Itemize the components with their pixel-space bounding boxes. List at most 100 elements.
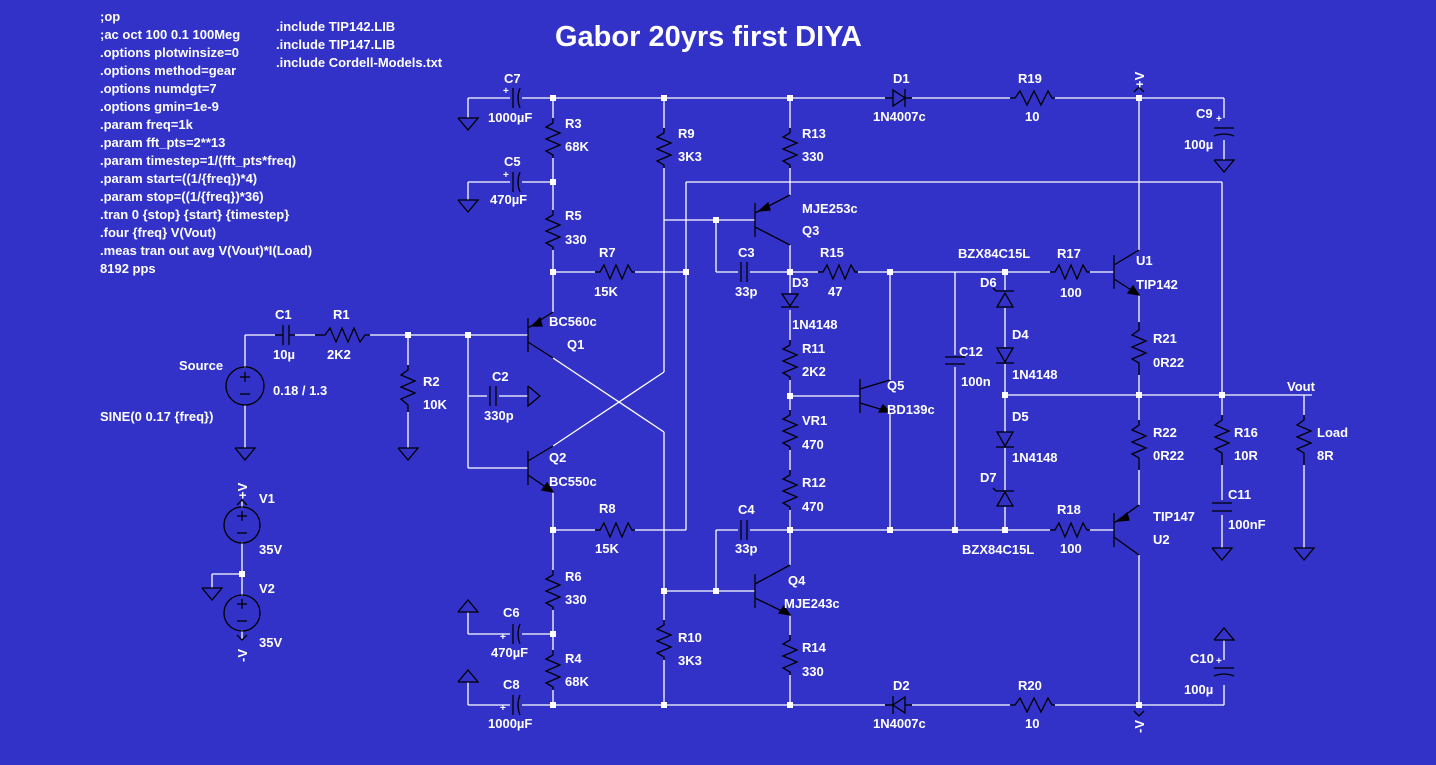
include-line: .include TIP147.LIB <box>276 37 395 52</box>
ref-c9: C9 <box>1196 106 1213 121</box>
net-label-vout: Vout <box>1287 379 1316 394</box>
transistor-u2 <box>1113 504 1140 556</box>
capacitor-polarity-marks: + + + + + + <box>500 86 1222 714</box>
part-labels: C1 10µ R1 2K2 R2 10K C2 330p C7 1000µF R… <box>100 71 1348 733</box>
resistor-r11 <box>781 340 799 380</box>
ref-c2: C2 <box>492 369 509 384</box>
val-d7: BZX84C15L <box>962 542 1034 557</box>
ref-r10: R10 <box>678 630 702 645</box>
diode-d7 <box>992 487 1015 507</box>
plus-mark: + <box>503 86 509 97</box>
ref-r4: R4 <box>565 651 582 666</box>
resistor-vr1 <box>781 410 799 450</box>
ground-symbol <box>1293 547 1316 562</box>
ground-symbol <box>457 668 480 683</box>
transistor-q2 <box>527 445 555 493</box>
ref-r22: R22 <box>1153 425 1177 440</box>
diode-d1 <box>885 88 912 108</box>
ref-r3: R3 <box>565 116 582 131</box>
ref-q3: Q3 <box>802 223 819 238</box>
source-spec: SINE(0 0.17 {freq}) <box>100 409 213 424</box>
capacitor-c7 <box>512 87 521 109</box>
directive-line: .options method=gear <box>100 63 236 78</box>
val-r21: 0R22 <box>1153 355 1184 370</box>
val-q3: MJE253c <box>802 201 858 216</box>
ref-u2: U2 <box>1153 532 1170 547</box>
val-r9: 3K3 <box>678 149 702 164</box>
resistor-r3 <box>544 118 562 158</box>
rail-label-pos: +V <box>1132 71 1147 88</box>
supply-v1-value: 35V <box>259 542 282 557</box>
val-q4: MJE243c <box>784 596 840 611</box>
resistor-r12 <box>781 470 799 510</box>
resistor-r17 <box>1050 263 1090 281</box>
plus-mark: + <box>500 632 506 643</box>
ref-r18: R18 <box>1057 502 1081 517</box>
resistor-r22 <box>1130 420 1148 470</box>
ref-r7: R7 <box>599 245 616 260</box>
val-r1: 2K2 <box>327 347 351 362</box>
ref-r14: R14 <box>802 640 827 655</box>
ref-r19: R19 <box>1018 71 1042 86</box>
resistor-r18 <box>1050 521 1090 539</box>
val-r20: 10 <box>1025 716 1039 731</box>
val-r11: 2K2 <box>802 364 826 379</box>
val-r7: 15K <box>594 284 618 299</box>
val-r16: 10R <box>1234 448 1258 463</box>
ref-q2: Q2 <box>549 450 566 465</box>
ref-r17: R17 <box>1057 246 1081 261</box>
ref-d4: D4 <box>1012 327 1029 342</box>
rail-label-neg: -V <box>1132 720 1147 733</box>
ref-r21: R21 <box>1153 331 1177 346</box>
resistor-r4 <box>544 650 562 690</box>
ref-d1: D1 <box>893 71 910 86</box>
val-c4: 33p <box>735 541 757 556</box>
ref-c3: C3 <box>738 245 755 260</box>
source-name: Source <box>179 358 223 373</box>
supply-v2 <box>223 594 261 632</box>
plus-mark: + <box>1216 114 1222 125</box>
plus-mark: + <box>1216 656 1222 667</box>
directive-line: .param timestep=1/(fft_pts*freq) <box>100 153 296 168</box>
resistor-r5 <box>544 210 562 250</box>
resistor-r21 <box>1130 322 1148 375</box>
rail-label-neg: -V <box>235 649 250 662</box>
grounds <box>201 117 1316 683</box>
val-r4: 68K <box>565 674 589 689</box>
schematic-title: Gabor 20yrs first DIYA <box>555 21 862 53</box>
directive-line: .options numdgt=7 <box>100 81 217 96</box>
ground-symbol <box>1213 159 1236 174</box>
ref-load: Load <box>1317 425 1348 440</box>
ground-symbol <box>457 598 480 613</box>
ground-symbol <box>1211 547 1234 562</box>
directive-line: .param start=((1/{freq})*4) <box>100 171 257 186</box>
transistor-q5 <box>859 379 892 413</box>
rail-terminals <box>236 86 1145 717</box>
voltage-sources <box>223 366 265 632</box>
ref-r13: R13 <box>802 126 826 141</box>
source-value: 0.18 / 1.3 <box>273 383 327 398</box>
val-r10: 3K3 <box>678 653 702 668</box>
ref-d2: D2 <box>893 678 910 693</box>
capacitor-c2 <box>489 386 497 406</box>
plus-mark: + <box>503 170 509 181</box>
directive-line: .param stop=((1/{freq})*36) <box>100 189 264 204</box>
include-line: .include Cordell-Models.txt <box>276 55 443 70</box>
val-c10: 100µ <box>1184 682 1213 697</box>
capacitor-c1 <box>275 325 295 345</box>
val-d6: BZX84C15L <box>958 246 1030 261</box>
val-r19: 10 <box>1025 109 1039 124</box>
directive-line: .meas tran out avg V(Vout)*I(Load) <box>100 243 312 258</box>
transistor-u1 <box>1113 249 1141 296</box>
val-c8: 1000µF <box>488 716 532 731</box>
val-u2: TIP147 <box>1153 509 1195 524</box>
transistors <box>527 194 1141 616</box>
val-c7: 1000µF <box>488 110 532 125</box>
resistor-r14 <box>781 635 799 675</box>
source-signal <box>225 366 265 406</box>
include-directives: .include TIP142.LIB .include TIP147.LIB … <box>276 19 443 70</box>
resistors <box>315 89 1313 714</box>
ref-r6: R6 <box>565 569 582 584</box>
directive-line: .tran 0 {stop} {start} {timestep} <box>100 207 289 222</box>
val-r2: 10K <box>423 397 447 412</box>
